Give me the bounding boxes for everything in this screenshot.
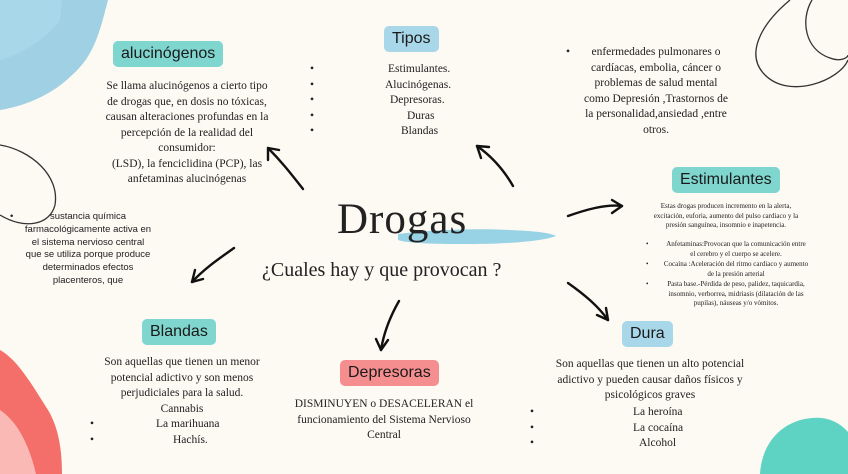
text-line: perjudiciales para la salud. — [82, 386, 282, 402]
teal-blob-bottom-right — [760, 418, 848, 474]
list-item: Alucinógenas. — [320, 78, 480, 94]
text-line: Cannabis — [82, 402, 282, 418]
blandas-tag: Blandas — [142, 319, 216, 345]
bullet: • — [646, 240, 648, 250]
definicion-text: • sustancia química farmacológicamente a… — [4, 211, 172, 288]
text-line: el sistema nervioso central — [4, 237, 172, 250]
text-line: problemas de salud mental — [558, 76, 754, 92]
text-line: psicológicos graves — [536, 388, 764, 404]
blandas-list: La marihuana Hachís. — [100, 417, 250, 448]
text-line: Central — [282, 428, 486, 444]
text-line: excitación, euforia, aumento del pulso c… — [636, 212, 816, 222]
arrow-to-definicion — [192, 248, 234, 282]
text-line: sustancia química — [4, 211, 172, 224]
text-line: potencial adictivo y son menos — [82, 371, 282, 387]
text-line: placenteros, que — [4, 275, 172, 288]
text-line: como Depresión ,Trastornos de — [558, 92, 754, 108]
line-swirl-top-right — [756, 0, 848, 87]
dura-tag: Dura — [622, 321, 673, 347]
blandas-text: Son aquellas que tienen un menor potenci… — [82, 355, 282, 417]
text-line: farmacológicamente activa en — [4, 224, 172, 237]
text-line: pupilas), náuseas y/o vómitos. — [650, 299, 822, 309]
list-item: Depresoras. — [320, 93, 480, 109]
text-line: de drogas que, en dosis no tóxicas, — [70, 95, 304, 111]
text-line: el cerebro y el cuerpo se acelere. — [650, 250, 822, 260]
text-line: determinados efectos — [4, 262, 172, 275]
tipos-list: Estimulantes. Alucinógenas. Depresoras. … — [320, 62, 480, 140]
dura-text: Son aquellas que tienen un alto potencia… — [536, 357, 764, 404]
text-line: adictivo y pueden causar daños físicos y — [536, 373, 764, 389]
list-item: La heroína — [540, 405, 690, 421]
list-item: Blandas — [320, 124, 480, 140]
text-line: Anfetaminas:Provocan que la comunicación… — [650, 240, 822, 250]
text-line: anfetaminas alucinógenas — [70, 172, 304, 188]
bullet: • — [10, 211, 13, 224]
arrow-to-dura — [568, 283, 608, 320]
list-item: La marihuana — [100, 417, 250, 433]
list-item: Hachís. — [100, 433, 250, 449]
text-line: Se llama alucinógenos a cierto tipo — [70, 79, 304, 95]
estimulantes-intro: Estas drogas producen incremento en la a… — [636, 202, 816, 231]
list-item: Estimulantes. — [320, 62, 480, 78]
bullet: • — [646, 260, 648, 270]
arrow-to-tipos — [477, 146, 513, 186]
dura-list: La heroína La cocaína Alcohol — [540, 405, 690, 452]
text-line: percepción de la realidad del — [70, 126, 304, 142]
text-line: Son aquellas que tienen un menor — [82, 355, 282, 371]
list-item: • Cocaína :Aceleración del ritmo cardiac… — [650, 260, 822, 279]
text-line: DISMINUYEN o DESACELERAN el — [282, 397, 486, 413]
text-line: otros. — [558, 123, 754, 139]
bullet: • — [566, 45, 570, 61]
text-line: Son aquellas que tienen un alto potencia… — [536, 357, 764, 373]
alucinogenos-text: Se llama alucinógenos a cierto tipo de d… — [70, 79, 304, 188]
text-line: Estas drogas producen incremento en la a… — [636, 202, 816, 212]
text-line: funcionamiento del Sistema Nervioso — [282, 413, 486, 429]
arrow-to-depresoras — [381, 301, 399, 350]
main-title: Drogas — [337, 195, 467, 244]
text-line: Cocaína :Aceleración del ritmo cardiaco … — [650, 260, 822, 270]
list-item: Duras — [320, 109, 480, 125]
list-item: La cocaína — [540, 421, 690, 437]
text-line: enfermedades pulmonares o — [558, 45, 754, 61]
list-item: Alcohol — [540, 436, 690, 452]
list-item: • Anfetaminas:Provocan que la comunicaci… — [650, 240, 822, 259]
alucinogenos-tag: alucinógenos — [113, 41, 223, 67]
estimulantes-tag: Estimulantes — [672, 167, 780, 193]
bullet: • — [646, 280, 648, 290]
text-line: presión sanguínea, insomnio e inapetenci… — [636, 221, 816, 231]
depresoras-tag: Depresoras — [340, 360, 439, 386]
text-line: que se utiliza porque produce — [4, 249, 172, 262]
estimulantes-list: • Anfetaminas:Provocan que la comunicaci… — [650, 240, 822, 309]
text-line: Pasta base.-Pérdida de peso, palidez, ta… — [650, 280, 822, 290]
tipos-tag: Tipos — [384, 26, 439, 52]
efectos-text: • enfermedades pulmonares o cardíacas, e… — [558, 45, 754, 138]
text-line: (LSD), la fenciclidina (PCP), las — [70, 157, 304, 173]
depresoras-text: DISMINUYEN o DESACELERAN el funcionamien… — [282, 397, 486, 444]
text-line: consumidor: — [70, 141, 304, 157]
text-line: de la presión arterial — [650, 270, 822, 280]
list-item: • Pasta base.-Pérdida de peso, palidez, … — [650, 280, 822, 309]
text-line: cardíacas, embolia, cáncer o — [558, 61, 754, 77]
line-swirl-top-right-2 — [806, 0, 848, 60]
main-subtitle: ¿Cuales hay y que provocan ? — [262, 259, 501, 282]
text-line: causan alteraciones profundas en la — [70, 110, 304, 126]
text-line: la personalidad,ansiedad ,entre — [558, 107, 754, 123]
text-line: insomnio, verborrea, midriasis (dilataci… — [650, 290, 822, 300]
